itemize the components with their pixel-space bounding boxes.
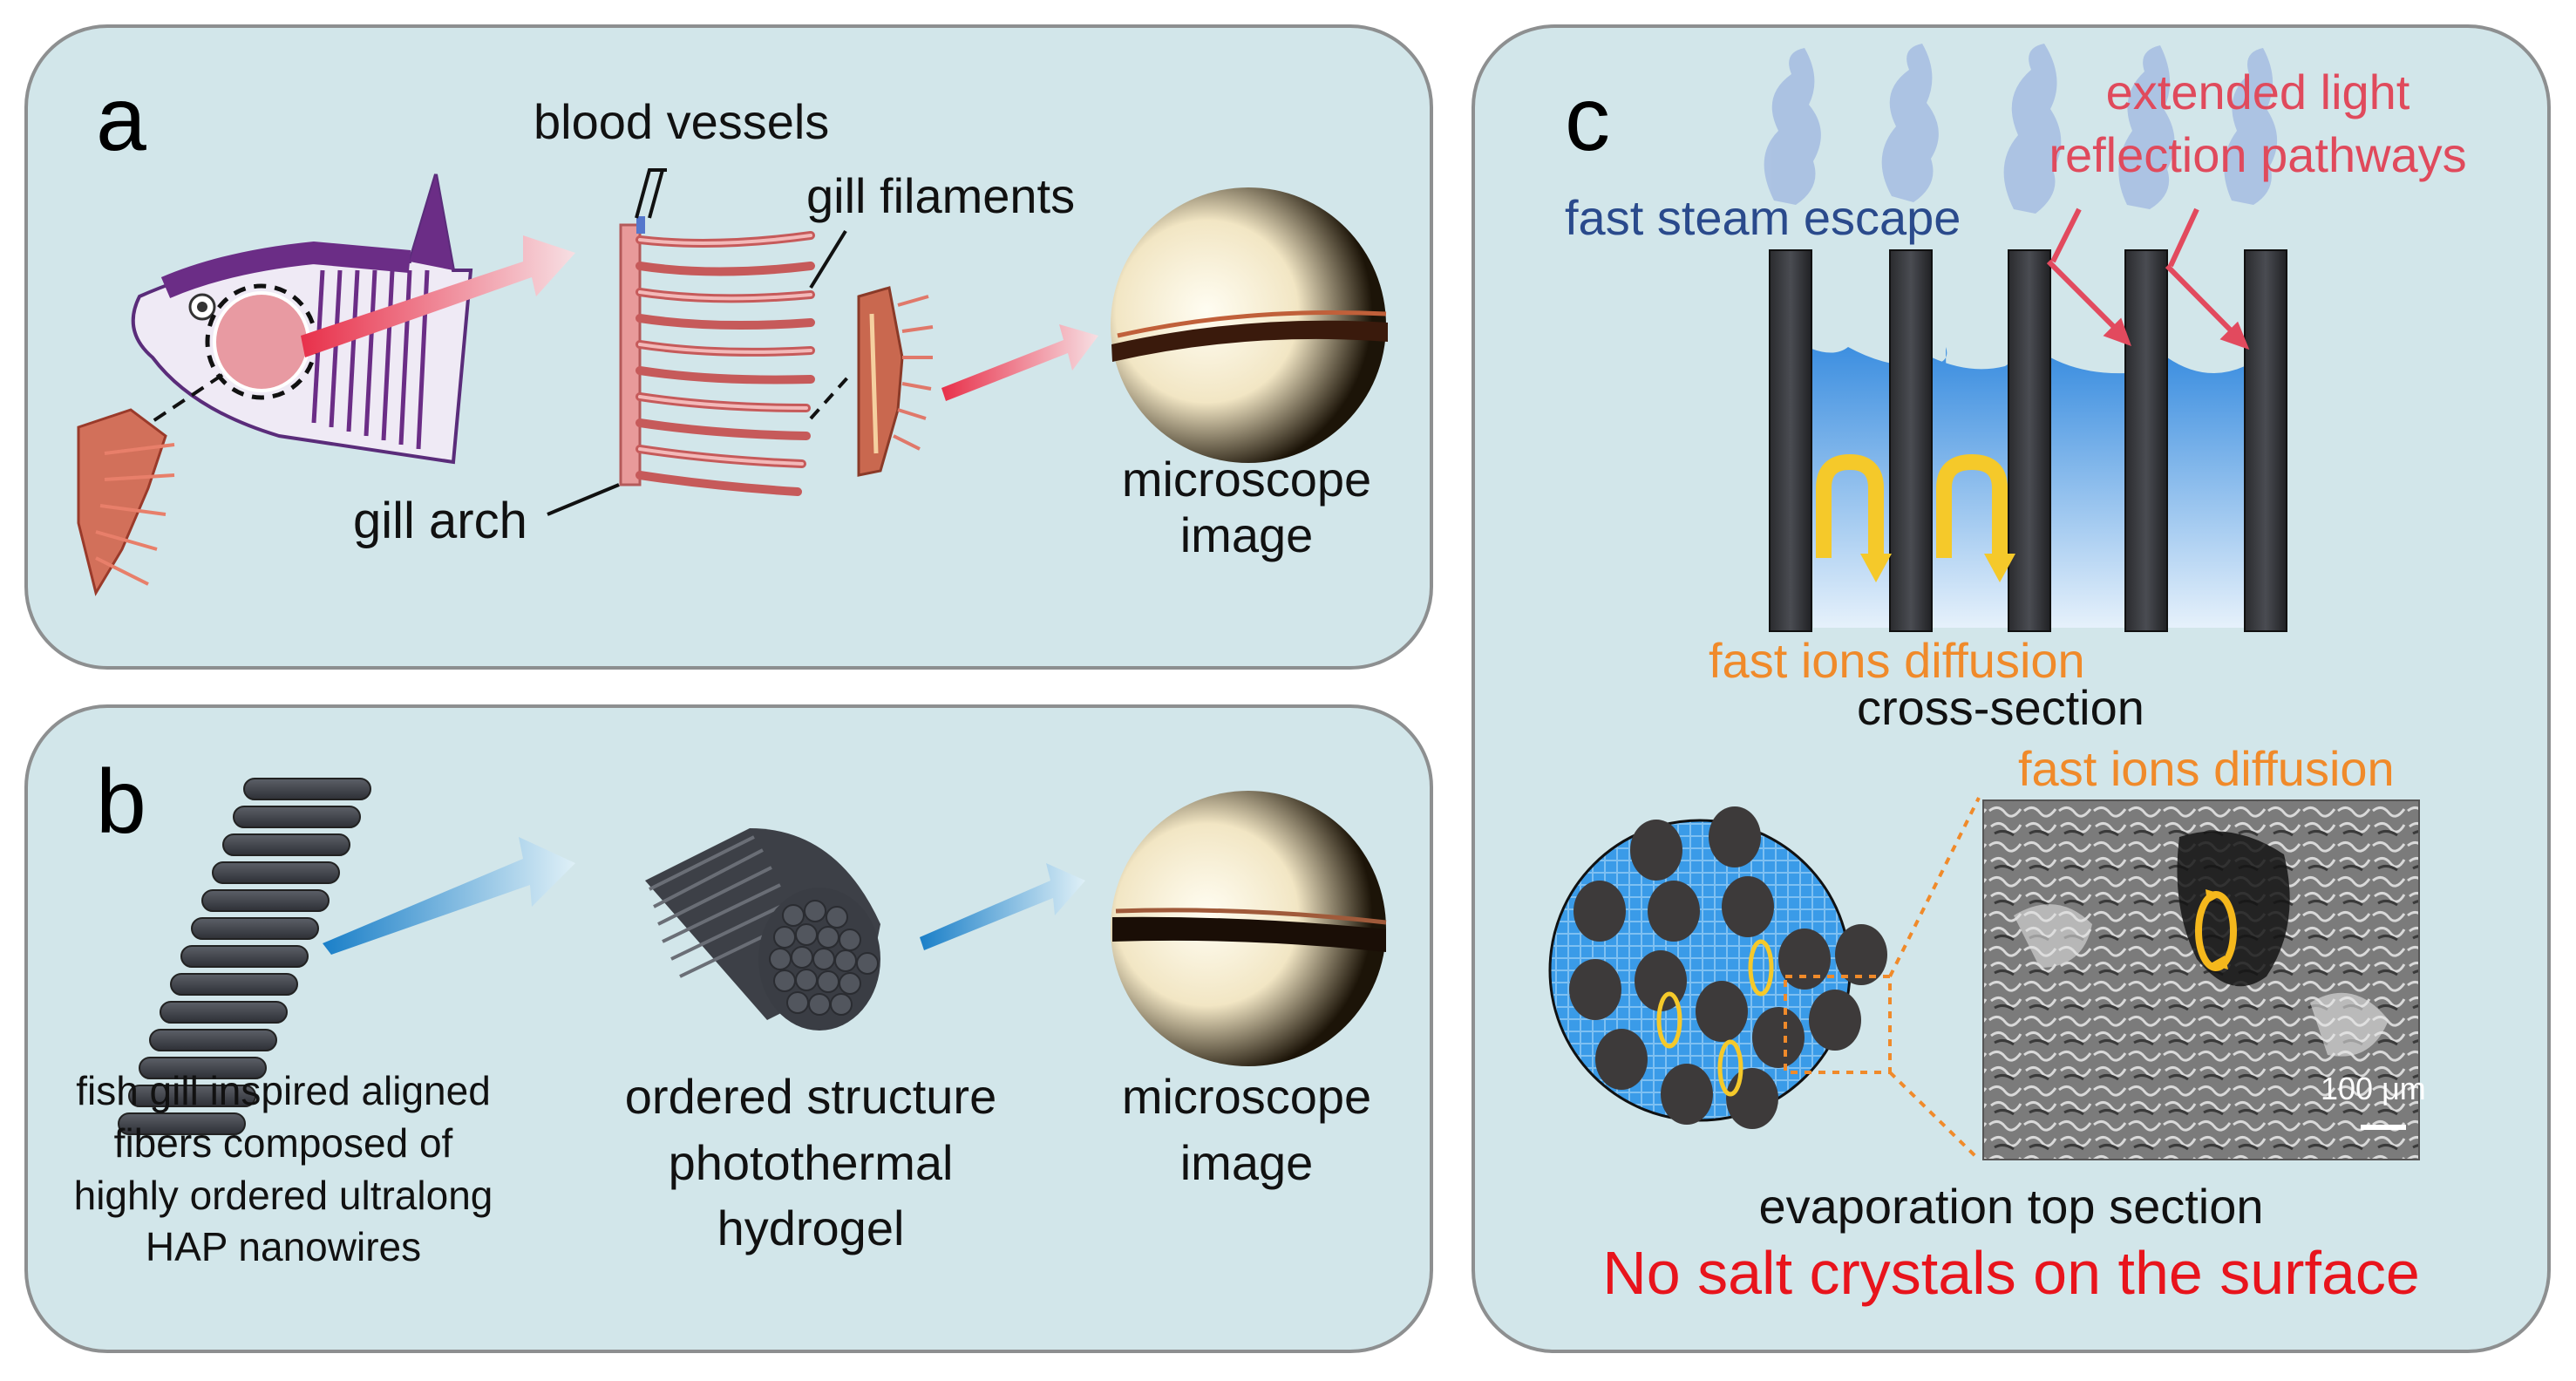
gill-arch-label: gill arch [353, 493, 527, 549]
cross-section-label: cross-section [1857, 680, 2144, 735]
microscope-label-b-line1: microscope [1121, 1069, 1372, 1124]
no-salt-label: No salt crystals on the surface [1602, 1239, 2420, 1307]
fiber-description-line4: HAP nanowires [145, 1224, 422, 1270]
fiber-description-line1: fish gill inspired aligned [76, 1068, 491, 1113]
hydrogel-description-line3: hydrogel [717, 1201, 905, 1256]
microscope-image-a [1111, 187, 1388, 463]
microscope-label-a-line1: microscope [1121, 452, 1372, 507]
panel-a-letter: a [96, 69, 146, 170]
fiber-description-line3: highly ordered ultralong [73, 1172, 493, 1218]
microscope-image-b [1111, 791, 1387, 1066]
reflection-label-line2: reflection pathways [2049, 126, 2467, 182]
cross-section-diagram [1769, 207, 2287, 632]
fish-illustration [77, 173, 575, 596]
gill-arch-model [547, 168, 852, 516]
hydrogel-description-line1: ordered structure [624, 1069, 997, 1124]
sem-image [1982, 799, 2420, 1160]
microscope-label-a-line2: image [1179, 507, 1314, 563]
gill-filament-detail [857, 286, 1098, 477]
microscope-label-b: microscope image [1098, 1064, 1395, 1195]
microscope-label-b-line2: image [1179, 1134, 1314, 1190]
blood-vessels-label: blood vessels [534, 94, 830, 149]
panel-b-letter: b [96, 752, 146, 853]
fiber-description-line2: fibers composed of [113, 1119, 453, 1166]
gill-filaments-label: gill filaments [806, 168, 1076, 223]
hydrogel-description: ordered structure photothermal hydrogel [593, 1064, 1029, 1262]
aligned-fibers-illustration [118, 778, 575, 1135]
ions-sem-label: fast ions diffusion [2018, 741, 2395, 796]
steam-label: fast steam escape [1565, 190, 1961, 245]
microscope-label-a: microscope image [1098, 452, 1395, 564]
reflection-label: extended light reflection pathways [1996, 61, 2519, 186]
steam-plumes [1764, 44, 2278, 214]
reflection-label-line1: extended light [2105, 65, 2410, 119]
top-section-label: evaporation top section [1758, 1179, 2264, 1234]
ions-cross-label: fast ions diffusion [1709, 633, 2085, 688]
panel-c-letter: c [1565, 69, 1610, 170]
hydrogel-bundle-illustration [645, 828, 1085, 1031]
fiber-description: fish gill inspired aligned fibers compos… [26, 1065, 540, 1274]
hydrogel-description-line2: photothermal [668, 1134, 954, 1190]
top-section-diagram [1548, 797, 1981, 1161]
scale-bar-label: 100 μm [2321, 1071, 2426, 1106]
